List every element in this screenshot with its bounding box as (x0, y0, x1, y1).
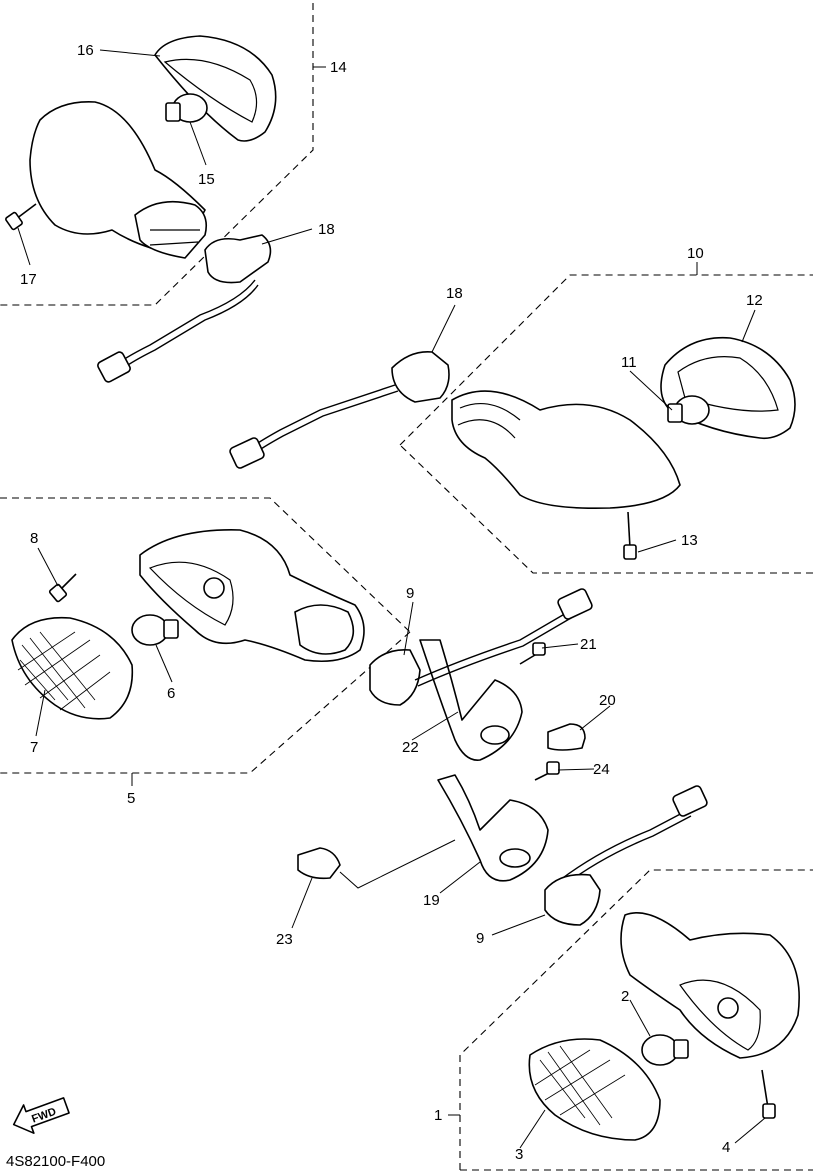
bulb-part-6 (131, 614, 169, 646)
screw-part-17 (5, 203, 37, 231)
assembly-group-1 (448, 869, 813, 1171)
connector-middle (557, 588, 593, 620)
callout-19: 19 (423, 892, 440, 909)
callout-15: 15 (198, 171, 215, 188)
callout-16: 16 (77, 42, 94, 59)
drawing-code: 4S82100-F400 (6, 1153, 105, 1170)
stay-part-22 (419, 639, 523, 761)
callout-13: 13 (681, 532, 698, 549)
callout-2: 2 (621, 988, 629, 1005)
callout-12: 12 (746, 292, 763, 309)
callout-14: 14 (330, 59, 347, 76)
bolt-part-24 (534, 761, 560, 781)
lens-part-7 (11, 616, 134, 720)
turn-signal-housing-front-right (451, 390, 681, 510)
lens-part-3 (528, 1038, 661, 1141)
callout-10: 10 (687, 245, 704, 262)
assembly-group-10 (229, 262, 813, 574)
callout-23: 23 (276, 931, 293, 948)
lens-part-12 (660, 336, 796, 440)
bulb-part-2 (641, 1034, 679, 1066)
connector-bottom-right (672, 785, 708, 817)
callout-24: 24 (593, 761, 610, 778)
callout-1: 1 (434, 1107, 442, 1124)
bracket-part-9-right (544, 873, 601, 926)
bracket-part-9-left (369, 648, 421, 706)
assembly-group-14 (0, 3, 326, 383)
callout-9-left: 9 (406, 585, 414, 602)
stay-part-19 (437, 774, 549, 882)
callout-8: 8 (30, 530, 38, 547)
connector-top-left (97, 351, 131, 383)
screw-part-13 (623, 511, 637, 560)
callout-leaders (17, 49, 766, 1149)
turn-signal-housing-rear-right (620, 911, 800, 1059)
forward-direction-arrow-icon: FWD (12, 1097, 70, 1134)
callout-9-right: 9 (476, 930, 484, 947)
bracket-part-18-top (204, 234, 272, 284)
grommet-part-20 (547, 723, 586, 751)
callout-18-top: 18 (318, 221, 335, 238)
callout-3: 3 (515, 1146, 523, 1163)
assembly-group-5 (0, 497, 421, 786)
callout-20: 20 (599, 692, 616, 709)
callout-22: 22 (402, 739, 419, 756)
connector-right-group (229, 437, 265, 469)
callout-11: 11 (621, 354, 637, 371)
callout-7: 7 (30, 739, 38, 756)
callout-17: 17 (20, 271, 37, 288)
callout-4: 4 (722, 1139, 730, 1156)
bracket-part-18-right (391, 351, 450, 403)
callout-18-right: 18 (446, 285, 463, 302)
callout-labels: 16 14 15 18 17 10 18 12 11 13 8 9 21 6 2… (20, 42, 763, 1163)
screw-part-4 (761, 1069, 776, 1119)
mounting-hardware (297, 588, 708, 889)
bolt-part-21 (519, 642, 546, 665)
callout-5: 5 (127, 790, 135, 807)
lens-part-16 (154, 35, 277, 142)
screw-part-8 (48, 573, 77, 603)
clamp-part-23 (297, 847, 341, 880)
callout-6: 6 (167, 685, 175, 702)
callout-21: 21 (580, 636, 597, 653)
